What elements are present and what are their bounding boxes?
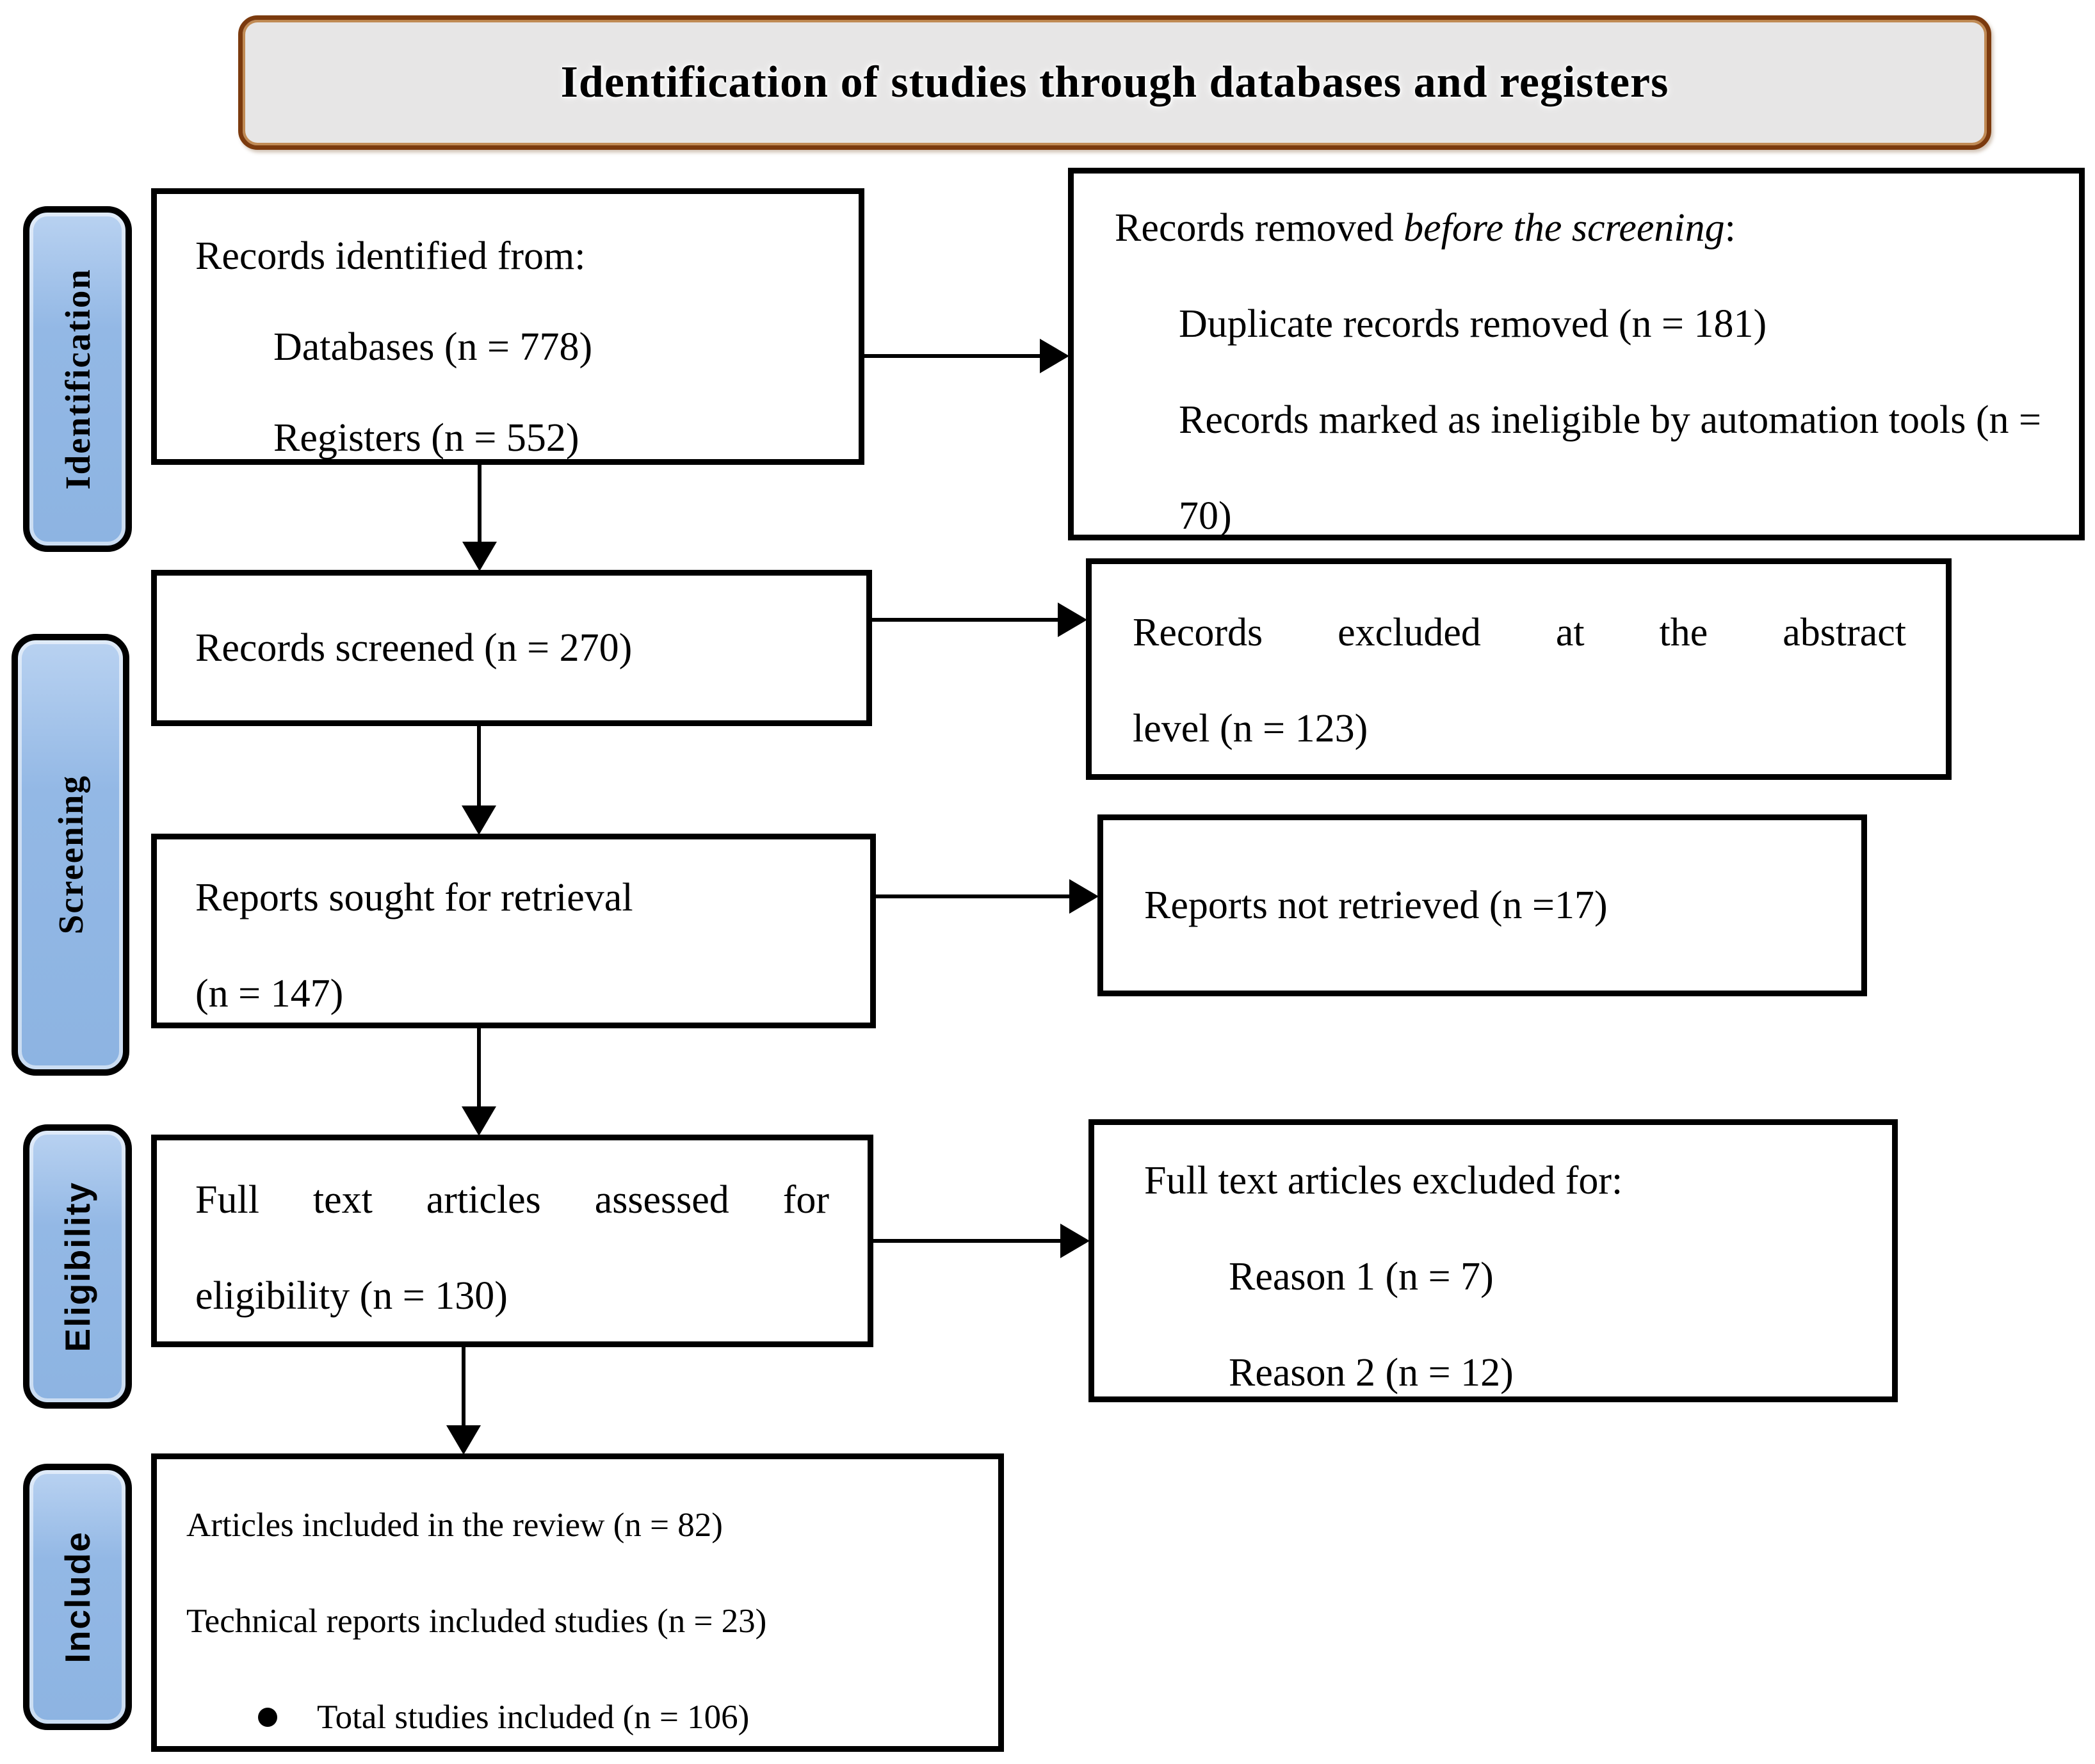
arrow-assessed-to-included [462,1347,465,1427]
fulltext-assessed-line2: eligibility (n = 130) [195,1274,508,1318]
arrow-identified-to-removed [864,354,1041,358]
box-fulltext-excluded: Full text articles excluded for: Reason … [1088,1119,1898,1402]
arrow-assessed-to-fulltext-excluded [873,1239,1062,1243]
arrow-screened-to-sought [477,726,481,807]
box-records-excluded-abstract: Records excluded at the abstract level (… [1086,558,1952,780]
records-identified-databases: Databases (n = 778) [273,325,593,369]
arrow-sought-to-assessed [477,1028,481,1108]
records-identified-registers: Registers (n = 552) [273,416,579,460]
technical-reports-line: Technical reports included studies (n = … [186,1603,767,1640]
reports-sought-line2: (n = 147) [195,972,344,1016]
box-records-screened: Records screened (n = 270) [151,570,872,726]
records-screened-text: Records screened (n = 270) [195,626,633,670]
diagram-title: Identification of studies through databa… [560,58,1669,107]
box-studies-included: Articles included in the review (n = 82)… [151,1453,1004,1752]
fulltext-excluded-reason1: Reason 1 (n = 7) [1229,1255,1494,1299]
arrow-screened-to-excluded [872,618,1059,622]
stage-eligibility: Eligibility [23,1124,132,1409]
box-records-removed: Records removed before the screening: Du… [1068,168,2085,540]
title-banner: Identification of studies through databa… [238,15,1991,150]
automation-ineligible: Records marked as ineligible by automati… [1179,398,2042,538]
fulltext-assessed-line1: Full text articles assessed for [195,1178,829,1222]
fulltext-excluded-reason2: Reason 2 (n = 12) [1229,1351,1514,1395]
total-studies-text: Total studies included (n = 106) [317,1699,750,1736]
articles-included-line: Articles included in the review (n = 82) [186,1507,723,1544]
box-records-identified: Records identified from: Databases (n = … [151,188,864,465]
box-reports-sought: Reports sought for retrieval (n = 147) [151,834,876,1028]
box-reports-not-retrieved: Reports not retrieved (n =17) [1097,814,1867,996]
fulltext-excluded-heading: Full text articles excluded for: [1144,1159,1623,1202]
arrow-sought-to-not-retrieved [876,894,1071,898]
box-fulltext-assessed: Full text articles assessed for eligibil… [151,1135,873,1347]
stage-include: Include [23,1464,132,1730]
records-removed-heading-italic: before the screening [1403,206,1725,250]
total-studies-line: Total studies included (n = 106) [258,1669,975,1764]
records-excluded-abstract-line1: Records excluded at the abstract [1133,611,1906,654]
reports-not-retrieved-text: Reports not retrieved (n =17) [1144,884,1608,927]
reports-sought-line1: Reports sought for retrieval [195,876,633,919]
stage-identification: Identification [23,206,132,552]
records-removed-heading: Records removed before the screening: [1115,206,1736,250]
bullet-icon [258,1708,277,1727]
stage-identification-label: Identification [58,268,97,490]
records-identified-heading: Records identified from: [195,234,586,278]
stage-include-label: Include [58,1530,97,1663]
stage-eligibility-label: Eligibility [58,1181,97,1352]
duplicates-removed: Duplicate records removed (n = 181) [1179,302,1767,346]
stage-screening-label: Screening [51,775,90,935]
stage-screening: Screening [12,634,129,1076]
records-excluded-abstract-line2: level (n = 123) [1133,707,1368,750]
arrow-identified-to-screened [478,465,481,543]
